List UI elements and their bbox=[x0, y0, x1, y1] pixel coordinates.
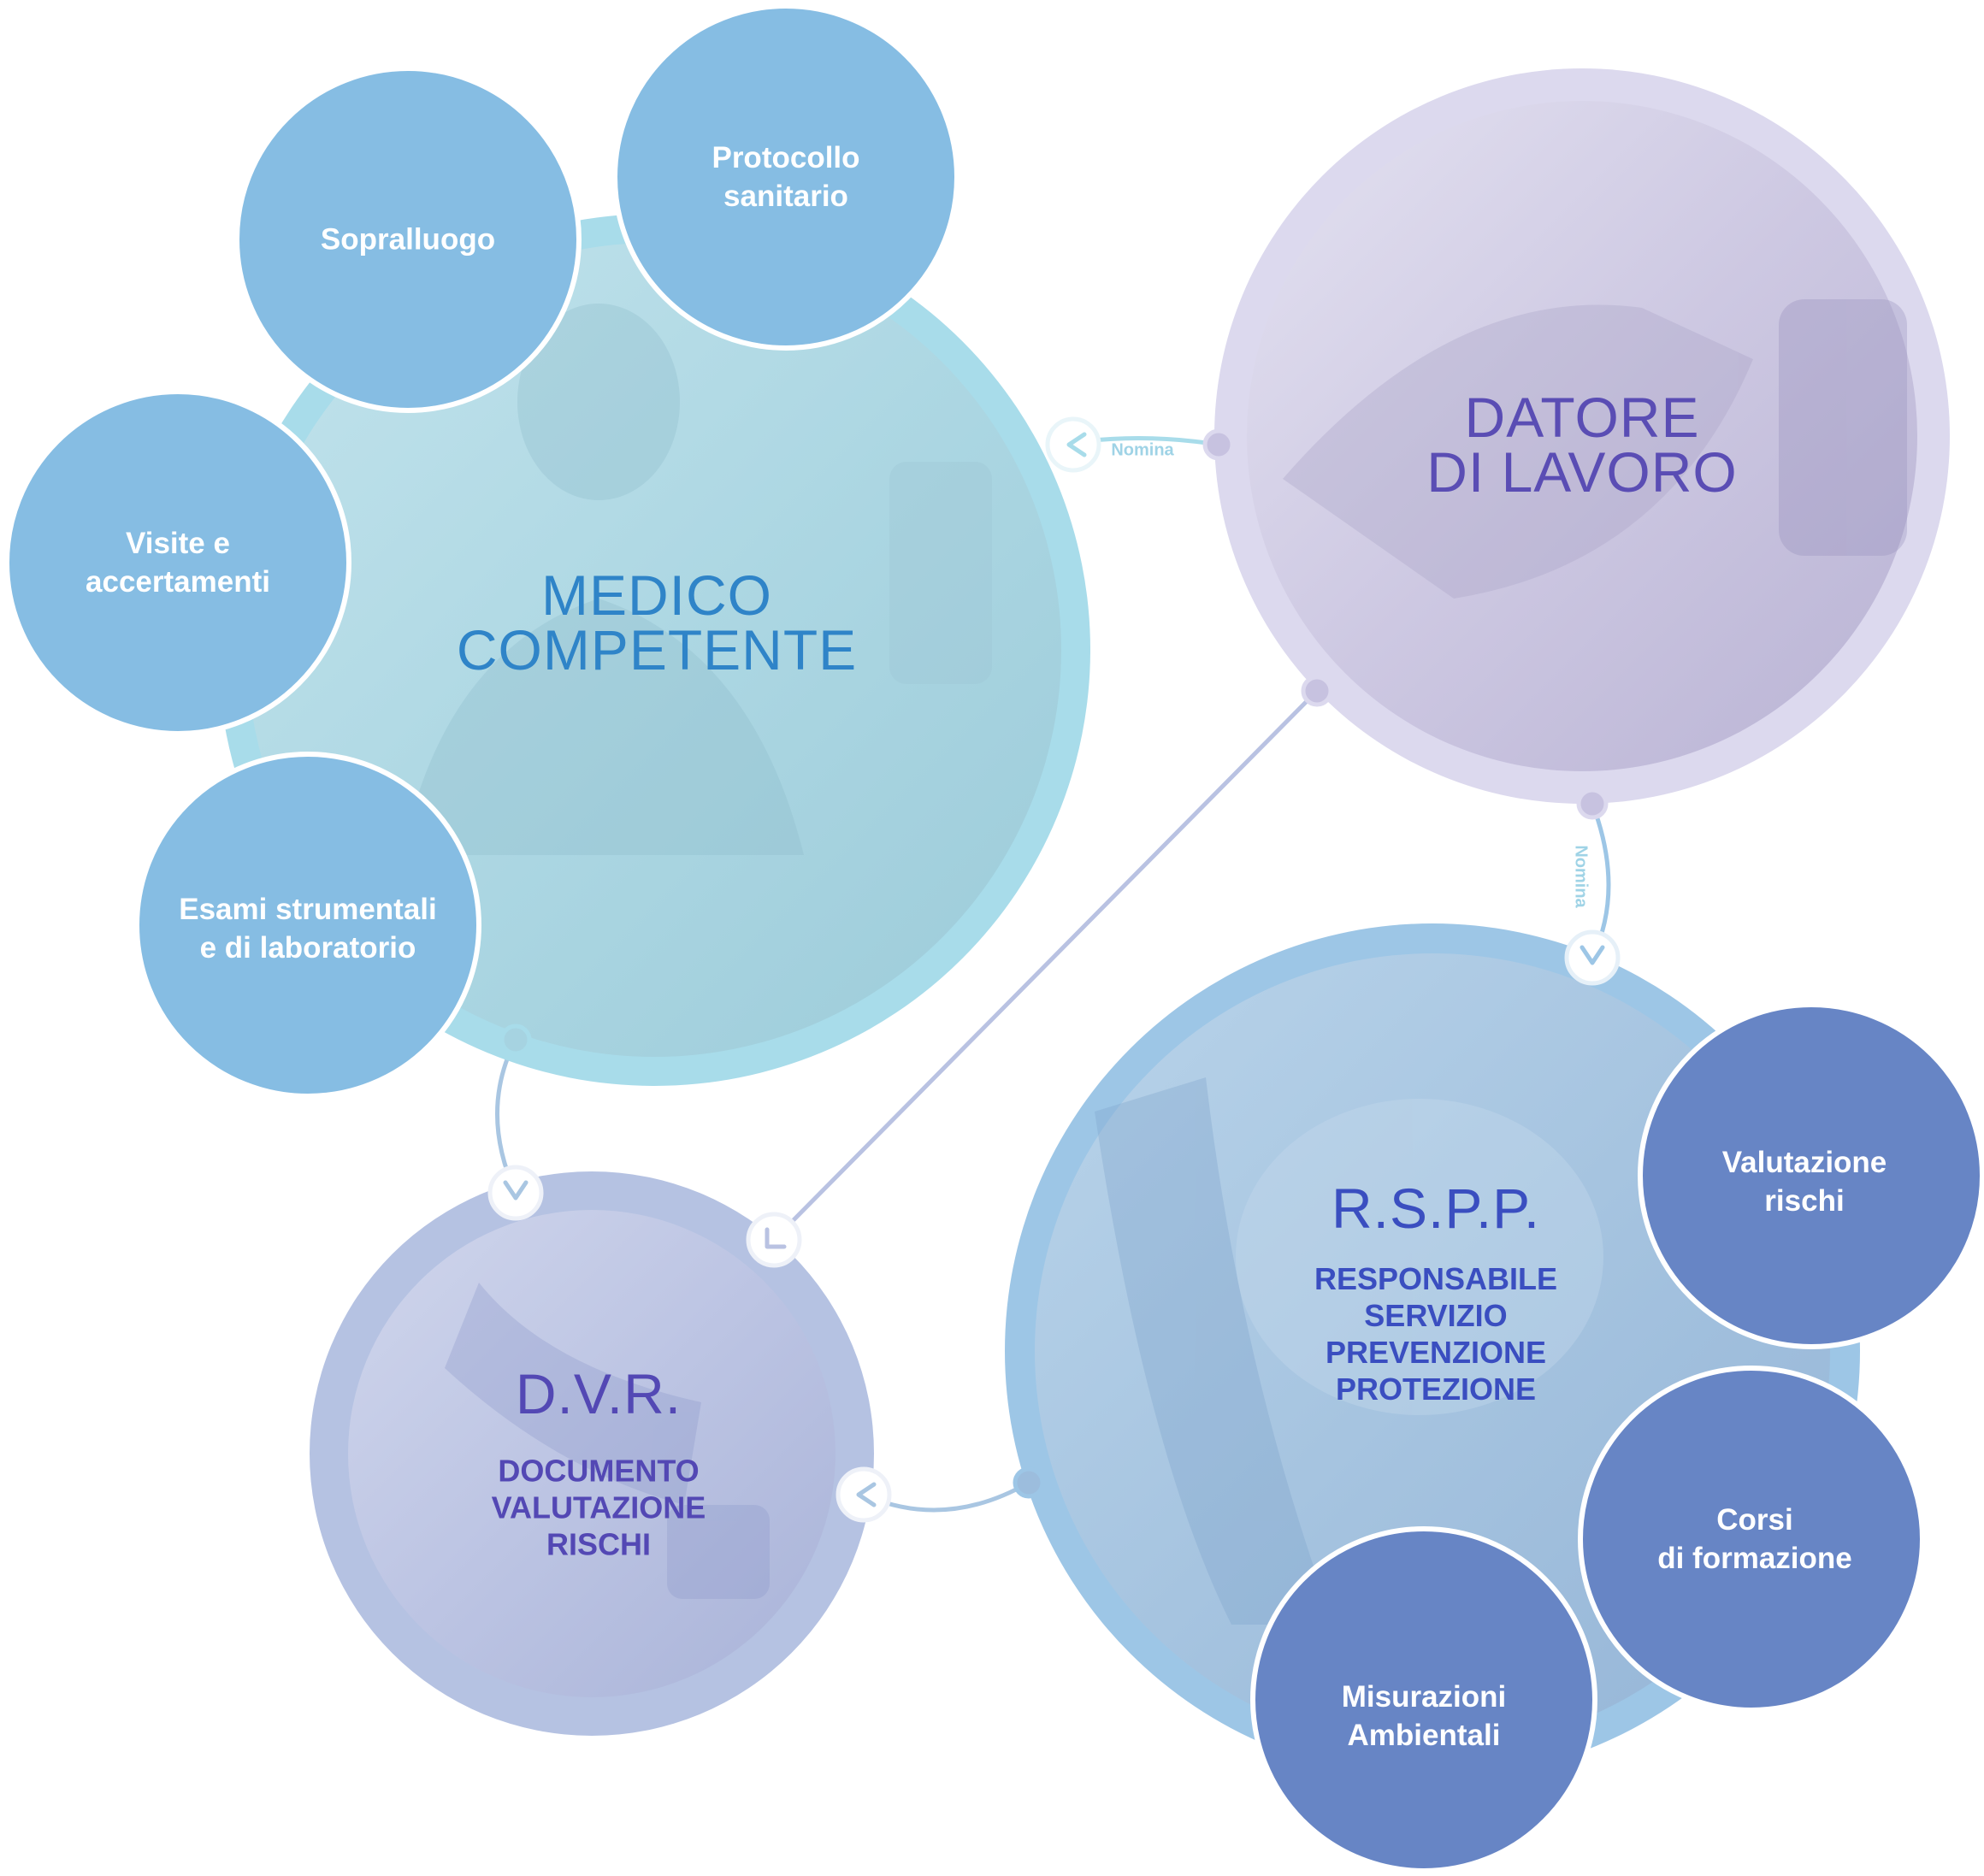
bubble-corsi-label: Corsi di formazione bbox=[1657, 1503, 1852, 1575]
arrowhead-dvr-top bbox=[503, 1180, 528, 1201]
arrow-dvr-top-halo bbox=[487, 1165, 544, 1221]
arrowhead-dvr-right bbox=[765, 1227, 787, 1249]
bubble-esami bbox=[134, 752, 481, 1099]
dot-rspp-dvr bbox=[1013, 1466, 1045, 1499]
dvr-disc bbox=[348, 1210, 836, 1697]
bubble-visite-label: Visite e accertamenti bbox=[86, 527, 270, 599]
datore-photo-silhouette bbox=[1283, 299, 1907, 599]
bubble-misurazioni-label: Misurazioni Ambientali bbox=[1341, 1680, 1507, 1752]
dot-medico-dvr bbox=[499, 1024, 532, 1056]
bubble-corsi bbox=[1578, 1366, 1925, 1713]
datore-disc bbox=[1247, 101, 1917, 771]
rspp-title: R.S.P.P. bbox=[1331, 1177, 1541, 1240]
dot-datore-rspp bbox=[1576, 788, 1609, 820]
connector-datore-dvr bbox=[771, 688, 1320, 1242]
medico-photo-silhouette bbox=[402, 304, 992, 855]
arrow-dvr-side-halo bbox=[836, 1466, 892, 1523]
medico-title: MEDICO COMPETENTE bbox=[456, 563, 858, 681]
arrowhead-rspp bbox=[1580, 945, 1605, 965]
bubble-misurazioni bbox=[1250, 1526, 1597, 1873]
arrow-dvr-right-halo bbox=[746, 1212, 802, 1268]
bubble-valutazione-label: Valutazione rischi bbox=[1721, 1146, 1887, 1218]
datore-title: DATORE DI LAVORO bbox=[1426, 386, 1738, 504]
arrow-medico-halo bbox=[1045, 416, 1101, 473]
nomina-label-rspp: Nomina bbox=[1571, 845, 1591, 908]
bubble-protocollo bbox=[612, 3, 960, 351]
bubble-sopralluogo bbox=[234, 66, 582, 413]
dot-datore-medico bbox=[1202, 428, 1235, 461]
arrow-rspp-halo bbox=[1564, 929, 1621, 986]
dot-datore-dvr bbox=[1301, 675, 1333, 707]
bubble-esami-label: Esami strumentali e di laboratorio bbox=[179, 893, 437, 965]
bubble-protocollo-label: Protocollo sanitario bbox=[712, 141, 860, 213]
dvr-title: D.V.R. bbox=[515, 1362, 682, 1425]
bubble-visite bbox=[4, 389, 351, 736]
rspp-subtitle: RESPONSABILE SERVIZIO PREVENZIONE PROTEZ… bbox=[1314, 1261, 1558, 1407]
dvr-subtitle: DOCUMENTO VALUTAZIONE RISCHI bbox=[491, 1453, 706, 1562]
arrowhead-dvr-side bbox=[856, 1482, 877, 1507]
dvr-photo-silhouette bbox=[445, 1283, 770, 1599]
bubble-valutazione bbox=[1638, 1002, 1984, 1349]
rspp-photo-silhouette bbox=[1095, 1077, 1603, 1625]
bubble-sopralluogo-label: Sopralluogo bbox=[320, 222, 496, 257]
arrowhead-medico bbox=[1066, 432, 1087, 457]
nomina-label-medico: Nomina bbox=[1111, 440, 1174, 460]
